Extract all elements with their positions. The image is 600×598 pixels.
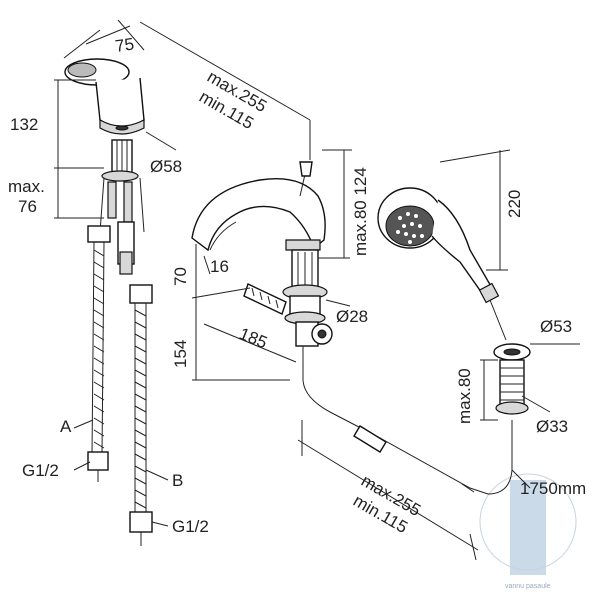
shower-hose: [302, 346, 513, 495]
dim-max-label: max.: [8, 177, 45, 196]
shower-holder: [493, 343, 531, 415]
dim-154-label: 154: [171, 340, 190, 368]
dim-max80-right-label: max.80: [455, 368, 474, 424]
hose-b-label: B: [172, 471, 183, 490]
spout-body: [191, 161, 326, 252]
dimension-lines: [54, 19, 580, 561]
dim-dia53-label: Ø53: [540, 317, 572, 336]
dim-76-label: 76: [18, 197, 37, 216]
dim-220-label: 220: [505, 190, 524, 218]
thread-g12-right-label: G1/2: [172, 517, 209, 536]
dim-max80-124-label: max.80 124: [351, 167, 370, 256]
watermark-logo: vannu pasaule: [479, 473, 577, 590]
hose-length-label: 1750mm: [520, 479, 586, 498]
dim-75-label: 75: [114, 35, 135, 56]
hose-a: [87, 225, 111, 482]
thread-g12-left-label: G1/2: [22, 461, 59, 480]
dim-16-label: 16: [210, 257, 229, 276]
knob-stem: [101, 139, 139, 182]
dim-dia33-label: Ø33: [536, 417, 568, 436]
dim-185-label: 185: [237, 324, 270, 352]
knob-connectors: [99, 177, 145, 275]
dimension-labels: 75 max.255 min.115 132 Ø58 max. 76 max.8…: [8, 35, 586, 538]
mixer-stem: [282, 249, 328, 325]
watermark-text: vannu pasaule: [505, 583, 551, 590]
dim-132-label: 132: [10, 115, 38, 134]
dim-dia58-label: Ø58: [150, 157, 182, 176]
diverter-outlet: [243, 283, 333, 347]
diverter-knob: [64, 58, 145, 135]
hose-b: [129, 284, 153, 546]
hand-shower: [377, 187, 507, 341]
dim-70-label: 70: [171, 267, 190, 286]
dim-dia28-label: Ø28: [336, 307, 368, 326]
hose-a-label: A: [60, 417, 72, 436]
